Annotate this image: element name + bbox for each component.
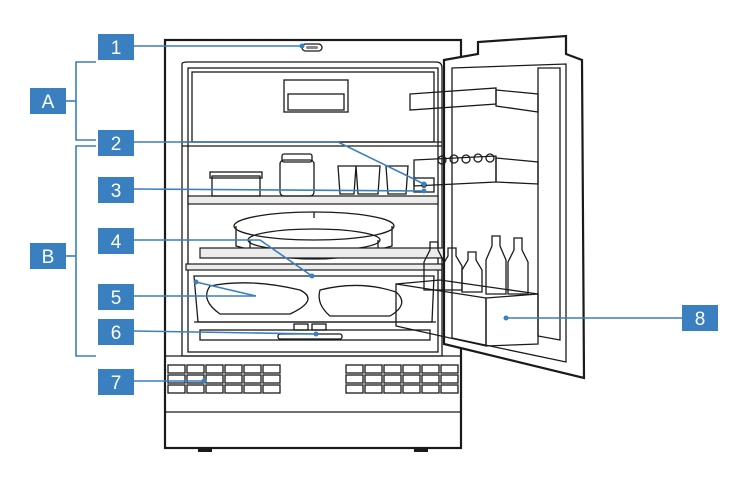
ventilation-grille bbox=[167, 364, 459, 394]
callout-1: 1 bbox=[98, 34, 134, 60]
grille-slot bbox=[345, 384, 364, 394]
grille-slot bbox=[364, 384, 383, 394]
fridge-door bbox=[395, 34, 586, 380]
grille-slot bbox=[402, 364, 421, 374]
grille-slot bbox=[383, 384, 402, 394]
callout-3: 3 bbox=[98, 177, 134, 203]
grille-slot bbox=[383, 374, 402, 384]
grille-slot bbox=[421, 384, 440, 394]
svg-text:3: 3 bbox=[111, 181, 122, 202]
grille-slot bbox=[224, 374, 243, 384]
grille-slot bbox=[224, 384, 243, 394]
grille-slot bbox=[440, 364, 459, 374]
grille-slot bbox=[243, 384, 262, 394]
drawer-handle bbox=[199, 323, 431, 341]
grille-slot bbox=[262, 364, 281, 374]
svg-text:4: 4 bbox=[111, 232, 122, 253]
grille-slot bbox=[402, 374, 421, 384]
svg-text:7: 7 bbox=[111, 373, 122, 394]
grille-slot bbox=[383, 364, 402, 374]
grille-slot bbox=[167, 364, 186, 374]
grille-slot bbox=[262, 384, 281, 394]
leader-lines bbox=[133, 43, 684, 384]
zone-bracket-a bbox=[66, 61, 96, 141]
grille-slot bbox=[167, 374, 186, 384]
svg-text:5: 5 bbox=[111, 288, 122, 309]
grille-slot bbox=[364, 364, 383, 374]
grille-slot bbox=[186, 364, 205, 374]
svg-text:B: B bbox=[42, 247, 55, 268]
svg-text:1: 1 bbox=[111, 38, 122, 59]
callout-5: 5 bbox=[98, 284, 134, 310]
glass-shelf-middle bbox=[185, 211, 445, 271]
grille-slot bbox=[205, 374, 224, 384]
zone-label-b: B bbox=[30, 243, 66, 269]
zone-bracket-b bbox=[66, 145, 96, 357]
grille-slot bbox=[186, 384, 205, 394]
zone-label-a: A bbox=[30, 88, 66, 114]
callout-2: 2 bbox=[98, 130, 134, 156]
fridge-cabinet bbox=[163, 38, 463, 452]
grille-slot bbox=[440, 384, 459, 394]
grille-slot bbox=[243, 364, 262, 374]
grille-slot bbox=[205, 384, 224, 394]
grille-slot bbox=[224, 364, 243, 374]
svg-text:2: 2 bbox=[111, 134, 122, 155]
grille-slot bbox=[205, 364, 224, 374]
grille-slot bbox=[243, 374, 262, 384]
callout-6: 6 bbox=[98, 319, 134, 345]
grille-slot bbox=[364, 374, 383, 384]
grille-slot bbox=[262, 374, 281, 384]
grille-slot bbox=[167, 384, 186, 394]
svg-text:A: A bbox=[42, 92, 55, 113]
grille-slot bbox=[421, 374, 440, 384]
grille-slot bbox=[440, 374, 459, 384]
grille-slot bbox=[402, 384, 421, 394]
callout-7: 7 bbox=[98, 369, 134, 395]
grille-slot bbox=[345, 374, 364, 384]
grille-slot bbox=[421, 364, 440, 374]
grille-slot bbox=[345, 364, 364, 374]
callout-8: 8 bbox=[682, 305, 718, 331]
svg-text:6: 6 bbox=[111, 323, 122, 344]
svg-text:8: 8 bbox=[695, 309, 706, 330]
callout-4: 4 bbox=[98, 228, 134, 254]
